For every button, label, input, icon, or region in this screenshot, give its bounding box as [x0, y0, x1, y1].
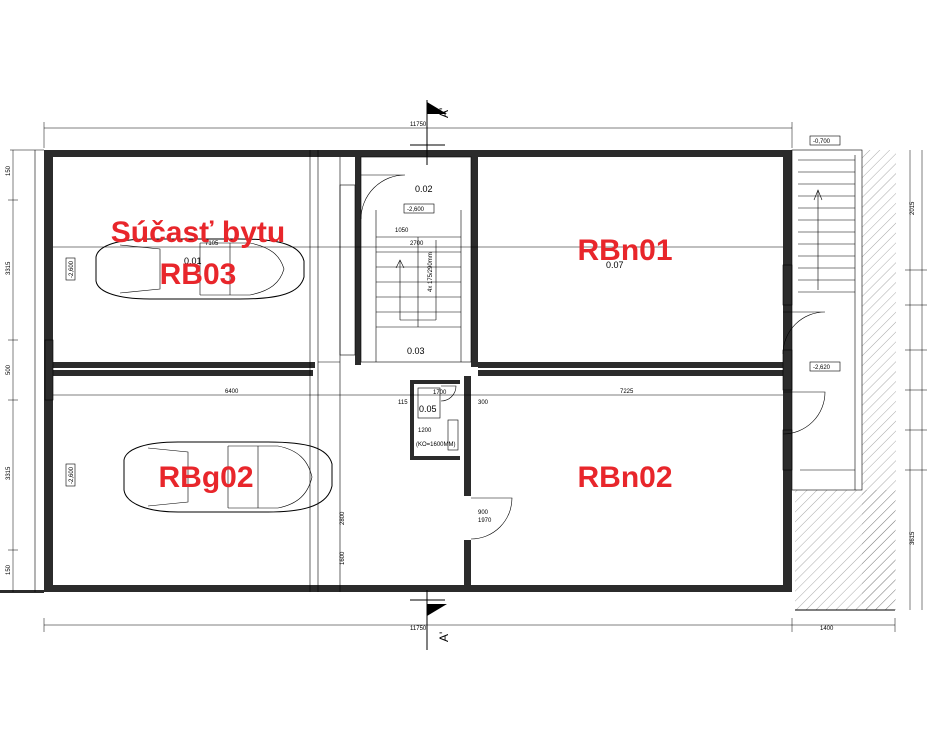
terrain-hatch-bottom	[795, 490, 895, 610]
dim-900: 900	[478, 510, 489, 516]
stair-note: 4x 175/290mm	[428, 252, 434, 292]
doors	[360, 174, 826, 540]
level-entry-lower: -2,620	[813, 365, 831, 371]
outer-walls	[0, 150, 792, 593]
dim-115: 115	[398, 400, 408, 406]
car-icon-upper	[95, 238, 305, 300]
room-number-002: 0.02	[415, 184, 433, 194]
dim-7225: 7225	[620, 389, 634, 395]
dim-7105: 7105	[205, 241, 219, 247]
dimension-texts: 11750 11750 1400 7105 6400 7225 2700 300…	[6, 122, 916, 632]
dim-1600: 1600	[340, 551, 346, 565]
inner-walls	[53, 157, 783, 585]
dim-overall-bottom: 11750	[410, 626, 427, 632]
level-left-lower: -2,600	[69, 466, 75, 484]
dim-2800: 2800	[340, 511, 346, 525]
car-icon-lower	[123, 441, 333, 513]
room-number-005: 0.05	[419, 404, 437, 414]
label-rb03-line1: Súčasť bytu	[111, 216, 285, 249]
staircase	[339, 156, 472, 363]
wc-ko-note: (KO=1600MM)	[416, 442, 456, 448]
dim-left-500: 500	[6, 364, 12, 375]
level-left-upper: -2,600	[69, 260, 75, 278]
dim-left-3315a: 3315	[6, 261, 12, 275]
dim-1700: 1700	[433, 390, 447, 396]
section-marker-bottom: A'	[437, 632, 451, 642]
dim-2700: 2700	[410, 241, 424, 247]
dim-right-2015: 2015	[910, 201, 916, 215]
section-line: A' A'	[410, 100, 451, 650]
room-number-007: 0.07	[606, 260, 624, 270]
dim-300: 300	[478, 400, 489, 406]
dim-bottom-right: 1400	[820, 626, 834, 632]
label-rb03-line2: RB03	[160, 258, 237, 291]
dim-left-150b: 150	[6, 564, 12, 575]
room-numbers: 0.01 0.02 0.03 0.05 0.07	[184, 184, 624, 414]
section-marker-top: A'	[437, 108, 451, 118]
dim-1200: 1200	[418, 428, 432, 434]
dim-1970: 1970	[478, 518, 492, 524]
dim-right-3615: 3615	[910, 531, 916, 545]
dim-left-150a: 150	[6, 165, 12, 176]
label-rbn01: RBn01	[577, 234, 672, 267]
dimension-lines	[8, 122, 927, 632]
level-entry-top: -0,700	[813, 139, 831, 145]
room-number-003: 0.03	[407, 346, 425, 356]
dim-6400: 6400	[225, 389, 239, 395]
label-rbg02: RBg02	[158, 461, 253, 494]
room-number-001: 0.01	[184, 256, 202, 266]
level-markers: -2,600 -2,600 -2,600 -0,700 -2,620	[65, 135, 841, 487]
label-rbn02: RBn02	[577, 461, 672, 494]
level-stair-top: -2,600	[407, 207, 425, 213]
dim-1050: 1050	[395, 228, 409, 234]
dim-left-3315b: 3315	[6, 466, 12, 480]
dim-overall-top: 11750	[410, 122, 427, 128]
room-labels: Súčasť bytu RB03 RBn01 RBg02 RBn02	[111, 216, 673, 494]
entry-stair	[782, 149, 863, 491]
